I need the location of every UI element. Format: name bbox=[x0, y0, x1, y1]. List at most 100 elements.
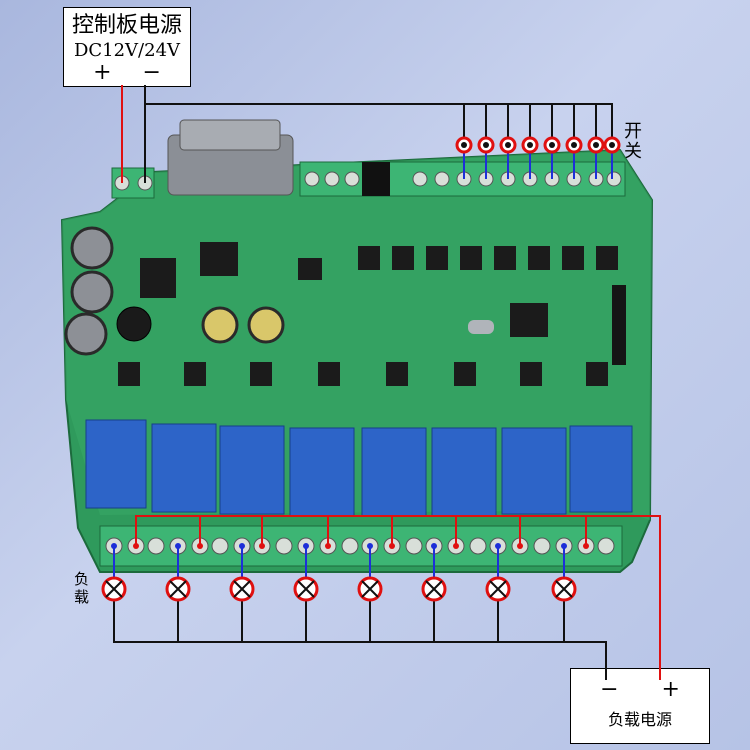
switch-contact-dot bbox=[609, 142, 615, 148]
ic-chip bbox=[200, 242, 238, 276]
terminal-screw bbox=[405, 537, 423, 555]
switch-contact-dot bbox=[571, 142, 577, 148]
load-lamps bbox=[101, 576, 577, 602]
load-power-title: 负载电源 bbox=[607, 710, 672, 729]
optocoupler bbox=[528, 246, 550, 270]
load-plus-rail bbox=[135, 515, 661, 680]
optocoupler bbox=[520, 362, 542, 386]
lamp-icon bbox=[101, 576, 127, 602]
blue-dot bbox=[111, 543, 117, 549]
capacitor bbox=[201, 306, 239, 344]
terminal-screw bbox=[606, 171, 622, 187]
blue-dot bbox=[367, 543, 373, 549]
load-power-minus: − bbox=[600, 677, 619, 702]
ic-chip bbox=[298, 258, 322, 280]
lamp-icon bbox=[357, 576, 383, 602]
switch-contact-dot bbox=[483, 142, 489, 148]
capacitors bbox=[64, 226, 285, 356]
switch-contact-dot bbox=[461, 142, 467, 148]
terminal-screw bbox=[341, 537, 359, 555]
board-power-spec: DC12V/24V bbox=[73, 40, 181, 61]
optocoupler bbox=[392, 246, 414, 270]
relay-output-wires bbox=[113, 546, 565, 578]
output-wire-dots bbox=[111, 543, 589, 549]
red-dot bbox=[389, 543, 395, 549]
terminal-screw bbox=[533, 537, 551, 555]
optocoupler bbox=[118, 362, 140, 386]
blue-dot bbox=[175, 543, 181, 549]
relay bbox=[501, 427, 567, 515]
load-label: 负 载 bbox=[74, 570, 92, 606]
switch-contact-dot bbox=[527, 142, 533, 148]
red-dot bbox=[583, 543, 589, 549]
lamp-icon bbox=[293, 576, 319, 602]
optocoupler bbox=[386, 362, 408, 386]
red-dot bbox=[197, 543, 203, 549]
optocoupler bbox=[596, 246, 618, 270]
switches bbox=[455, 104, 621, 179]
terminal-screw bbox=[324, 171, 340, 187]
load-return-wires bbox=[177, 600, 565, 642]
terminal-screw bbox=[469, 537, 487, 555]
relay bbox=[431, 427, 497, 517]
red-dot bbox=[259, 543, 265, 549]
ics bbox=[140, 242, 626, 365]
switch-contact-dot bbox=[593, 142, 599, 148]
optocoupler bbox=[460, 246, 482, 270]
board-power-plus: + bbox=[93, 60, 112, 85]
switch-label-1: 开 bbox=[624, 121, 642, 142]
blue-dot bbox=[561, 543, 567, 549]
relay bbox=[361, 427, 427, 517]
board-power-title: 控制板电源 bbox=[71, 13, 182, 38]
red-dot bbox=[325, 543, 331, 549]
lamp-icon bbox=[229, 576, 255, 602]
relays bbox=[85, 419, 633, 517]
optocoupler bbox=[318, 362, 340, 386]
load-minus-rail bbox=[113, 600, 607, 680]
crystal bbox=[468, 320, 494, 334]
relay-com-wires bbox=[199, 516, 587, 546]
switch-contact-dot bbox=[505, 142, 511, 148]
optocoupler bbox=[426, 246, 448, 270]
db9-shell bbox=[179, 119, 281, 151]
header-pins bbox=[612, 285, 626, 365]
switch-common-bus bbox=[145, 103, 613, 145]
switch-label-2: 关 bbox=[624, 141, 642, 162]
blue-dot bbox=[431, 543, 437, 549]
blue-dot bbox=[495, 543, 501, 549]
regulator-chip bbox=[140, 258, 176, 298]
load-power-polarity: − + bbox=[571, 677, 709, 703]
load-label-1: 负 bbox=[74, 570, 90, 588]
capacitor bbox=[247, 306, 285, 344]
load-label-2: 载 bbox=[74, 588, 90, 606]
board-power-polarity: + − bbox=[64, 62, 190, 84]
optocoupler bbox=[454, 362, 476, 386]
lamp-icon bbox=[165, 576, 191, 602]
red-dot bbox=[517, 543, 523, 549]
optocoupler bbox=[250, 362, 272, 386]
red-dot bbox=[453, 543, 459, 549]
terminal-screw bbox=[147, 537, 165, 555]
inductor bbox=[116, 306, 152, 342]
switch-label: 开 关 bbox=[624, 122, 644, 162]
lamp-icon bbox=[421, 576, 447, 602]
capacitor bbox=[64, 312, 108, 356]
optocoupler bbox=[586, 362, 608, 386]
jumper-block bbox=[362, 162, 390, 196]
capacitor bbox=[70, 270, 114, 314]
optocoupler bbox=[184, 362, 206, 386]
board-power-box: 控制板电源 DC12V/24V + − bbox=[63, 7, 191, 87]
optocoupler bbox=[494, 246, 516, 270]
terminal-screw bbox=[275, 537, 293, 555]
optocouplers-bottom bbox=[118, 362, 608, 386]
lamp-icon bbox=[551, 576, 577, 602]
relay bbox=[289, 427, 355, 517]
relay bbox=[85, 419, 147, 509]
terminal-screw bbox=[434, 171, 450, 187]
relay bbox=[151, 423, 217, 513]
blue-dot bbox=[303, 543, 309, 549]
mcu-chip bbox=[510, 303, 548, 337]
terminal-screw bbox=[597, 537, 615, 555]
relay bbox=[569, 425, 633, 513]
